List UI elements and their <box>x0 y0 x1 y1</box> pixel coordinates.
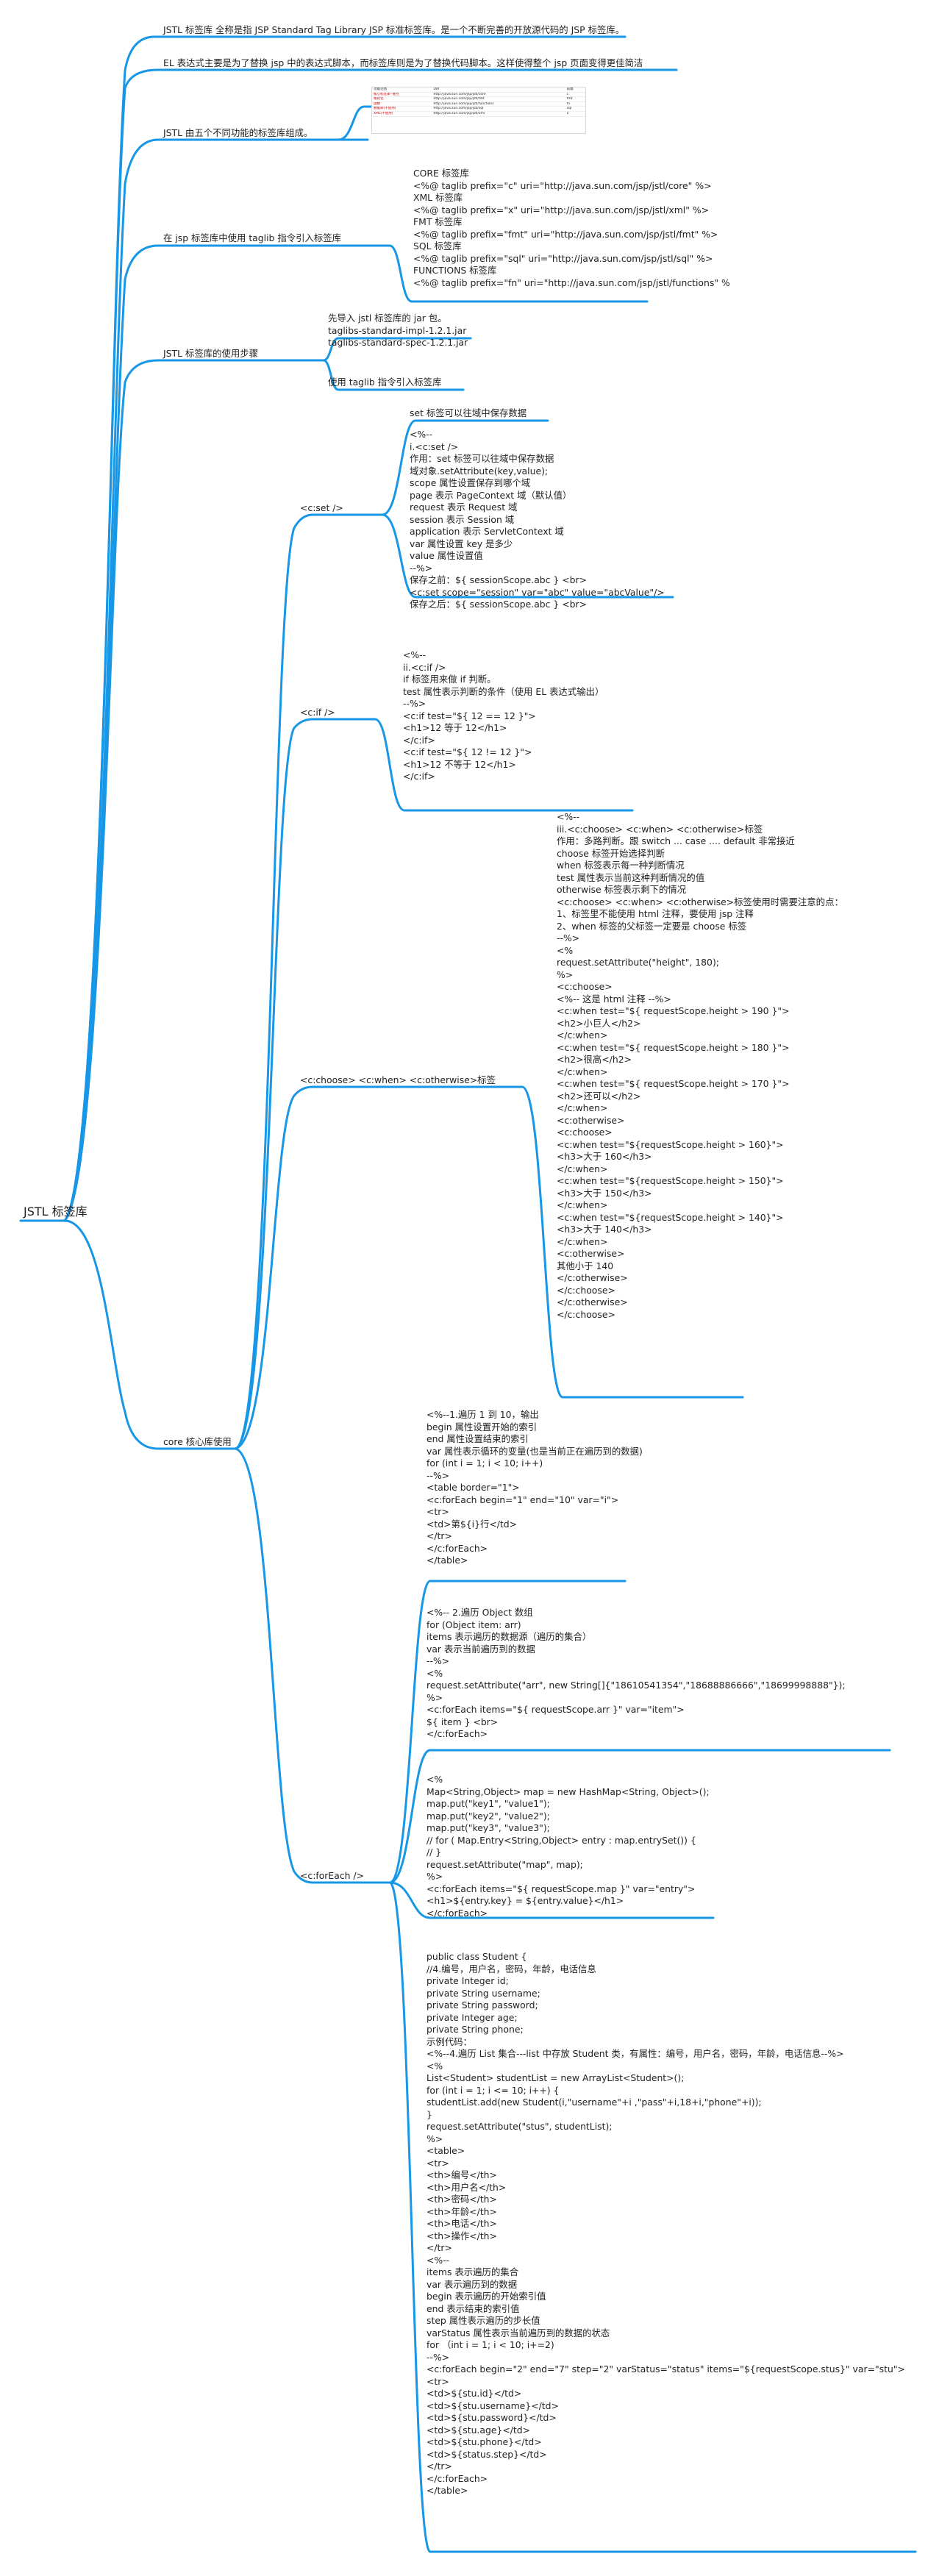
connector-root-el <box>63 68 678 1222</box>
five-table-cell: fmt <box>565 96 585 102</box>
five-table-cell: XML(不使用) <box>372 111 432 117</box>
connector-cforeach-4 <box>388 1881 917 2553</box>
node-cset-code[interactable]: <%-- i.<c:set /> 作用：set 标签可以往域中保存数据 域对象.… <box>410 429 665 610</box>
node-c-set[interactable]: <c:set /> <box>300 502 343 513</box>
connector-core-cset <box>234 513 384 1450</box>
connector-taglib-code <box>388 244 649 303</box>
node-use-taglib[interactable]: 使用 taglib 指令引入标签库 <box>328 377 442 388</box>
node-cset-title[interactable]: set 标签可以往域中保存数据 <box>410 407 527 418</box>
node-five-libraries[interactable]: JSTL 由五个不同功能的标签库组成。 <box>163 127 313 138</box>
five-table-cell: http://java.sun.com/jsp/jstl/sql <box>432 106 565 112</box>
node-taglib-intro[interactable]: 在 jsp 标签库中使用 taglib 指令引入标签库 <box>163 232 342 243</box>
node-taglib-code[interactable]: CORE 标签库 <%@ taglib prefix="c" uri="http… <box>413 168 730 288</box>
connector-steps-use <box>322 359 465 391</box>
five-table-cell: 格式化 <box>372 96 432 102</box>
connector-core-cforeach <box>234 1447 391 1884</box>
node-c-choose[interactable]: <c:choose> <c:when> <c:otherwise>标签 <box>300 1074 496 1085</box>
connector-cset-title <box>381 419 549 516</box>
node-foreach-array[interactable]: <%-- 2.遍历 Object 数组 for (Object item: ar… <box>426 1607 846 1739</box>
connector-cforeach-1 <box>388 1580 627 1884</box>
node-core-usage[interactable]: core 核心库使用 <box>163 1436 232 1447</box>
five-table-row: 数据库(不使用)http://java.sun.com/jsp/jstl/sql… <box>372 106 585 112</box>
five-table-cell: URI <box>432 88 565 93</box>
node-foreach-list[interactable]: public class Student { //4.编号，用户名，密码，年龄，… <box>426 1951 905 2496</box>
five-table-row: XML(不使用)http://java.sun.com/jsp/jstl/xml… <box>372 111 585 117</box>
five-table-cell: http://java.sun.com/jsp/jstl/xml <box>432 111 565 117</box>
connector-five-table <box>337 105 406 141</box>
node-foreach-map[interactable]: <% Map<String,Object> map = new HashMap<… <box>426 1774 710 1919</box>
five-table-cell: http://java.sun.com/jsp/jstl/functions <box>432 101 565 107</box>
connector-root-steps <box>63 359 325 1222</box>
five-table-cell: http://java.sun.com/jsp/jstl/core <box>432 92 565 98</box>
connector-cforeach-2 <box>388 1749 891 1884</box>
five-table-cell: 功能范围 <box>372 88 432 93</box>
five-table-cell: 函数 <box>372 101 432 107</box>
node-cif-code[interactable]: <%-- ii.<c:if /> if 标签用来做 if 判断。 test 属性… <box>403 649 604 782</box>
node-c-if[interactable]: <c:if /> <box>300 707 335 718</box>
node-jstl-intro[interactable]: JSTL 标签库 全称是指 JSP Standard Tag Library J… <box>163 24 625 35</box>
five-table-cell: x <box>565 111 585 117</box>
five-table-cell: http://java.sun.com/jsp/jstl/fmt <box>432 96 565 102</box>
connector-cchoose-code <box>521 1085 744 1399</box>
five-table-cell: sql <box>565 106 585 112</box>
five-table-cell: 核心标签库--重点 <box>372 92 432 98</box>
connector-steps-jars <box>322 337 472 362</box>
connector-cset-code <box>381 513 674 599</box>
five-table-cell: 数据库(不使用) <box>372 106 432 112</box>
node-el-purpose[interactable]: EL 表达式主要是为了替换 jsp 中的表达式脚本，而标签库则是为了替换代码脚本… <box>163 57 643 68</box>
root-node[interactable]: JSTL 标签库 <box>24 1205 88 1219</box>
connector-core-cchoose <box>234 1085 524 1450</box>
node-foreach-range[interactable]: <%--1.遍历 1 到 10，输出 begin 属性设置开始的索引 end 属… <box>426 1409 643 1566</box>
five-table-cell: 前缀 <box>565 88 585 93</box>
connector-cforeach-3 <box>388 1881 715 1919</box>
connector-core-cif <box>234 718 376 1450</box>
connector-root-core <box>63 1219 237 1450</box>
node-cchoose-code[interactable]: <%-- iii.<c:choose> <c:when> <c:otherwis… <box>557 811 843 1320</box>
five-table-cell: fn <box>565 101 585 107</box>
node-import-jars[interactable]: 先导入 jstl 标签库的 jar 包。 taglibs-standard-im… <box>328 313 468 348</box>
node-c-foreach[interactable]: <c:forEach /> <box>300 1870 364 1881</box>
node-usage-steps[interactable]: JSTL 标签库的使用步骤 <box>163 348 259 359</box>
five-table-cell: c <box>565 92 585 98</box>
connector-cif-code <box>374 718 634 812</box>
